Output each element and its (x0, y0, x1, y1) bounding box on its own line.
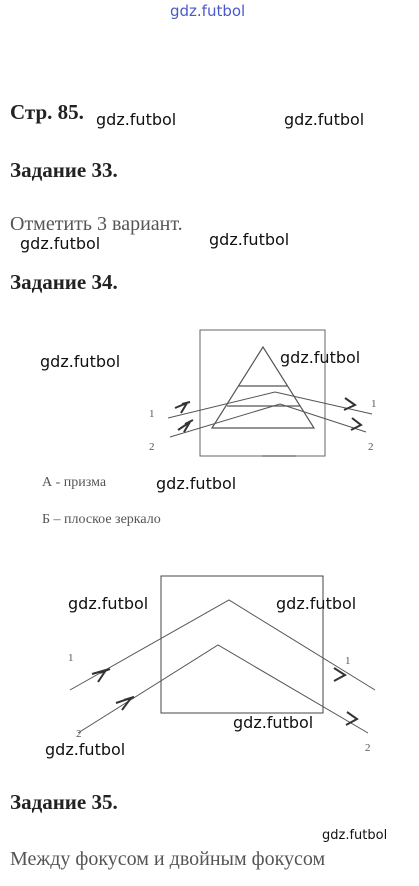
task-33-heading: Задание 33. (10, 158, 118, 182)
ray-label-1: 1 (68, 652, 74, 664)
task-35-heading: Задание 35. (10, 790, 118, 814)
task-34-heading: Задание 34. (10, 270, 118, 294)
watermark: gdz.futbol (233, 713, 314, 732)
prism-triangle (210, 345, 316, 429)
ray-2-in (169, 403, 281, 438)
ray-label-1-out: 1 (345, 655, 351, 667)
ray-1-path (69, 599, 376, 691)
ray-label-2: 2 (76, 728, 82, 740)
task-33-text: Отметить 3 вариант. (10, 213, 183, 235)
watermark: gdz.futbol (280, 348, 361, 367)
arrow-2-out (350, 417, 363, 431)
arrow-1-in (91, 668, 111, 683)
arrow-2-in (177, 419, 194, 433)
watermark: gdz.futbol (20, 234, 101, 253)
watermark: gdz.futbol (96, 110, 177, 129)
watermark: gdz.futbol (284, 110, 365, 129)
arrow-1-in (174, 400, 191, 414)
watermark: gdz.futbol (156, 474, 237, 493)
arrow-1-out (343, 397, 358, 411)
watermark: gdz.futbol (276, 594, 357, 613)
watermark-top: gdz.futbol (170, 2, 246, 20)
watermark: gdz.futbol (68, 594, 149, 613)
watermark: gdz.futbol (322, 828, 388, 843)
watermark: gdz.futbol (40, 352, 121, 371)
ray-label-1: 1 (149, 408, 155, 420)
mirror-frame (160, 575, 324, 714)
ray-1-out (274, 391, 373, 415)
ray-label-2-out: 2 (365, 742, 371, 754)
ray-label-1-out: 1 (371, 398, 377, 410)
watermark: gdz.futbol (209, 230, 290, 249)
ray-2-path (77, 644, 369, 734)
arrow-2-out (345, 711, 359, 726)
arrow-2-in (115, 696, 135, 711)
page-reference: Стр. 85. (10, 100, 84, 124)
caption-b: Б – плоское зеркало (42, 512, 161, 527)
arrow-1-out (333, 667, 347, 682)
ray-label-2: 2 (149, 441, 155, 453)
watermark: gdz.futbol (45, 740, 126, 759)
ray-label-2-out: 2 (368, 441, 374, 453)
caption-a: А - призма (42, 475, 107, 490)
ray-2-out (279, 403, 367, 433)
task-35-text: Между фокусом и двойным фокусом (10, 848, 326, 870)
ray-1-in (167, 391, 276, 419)
